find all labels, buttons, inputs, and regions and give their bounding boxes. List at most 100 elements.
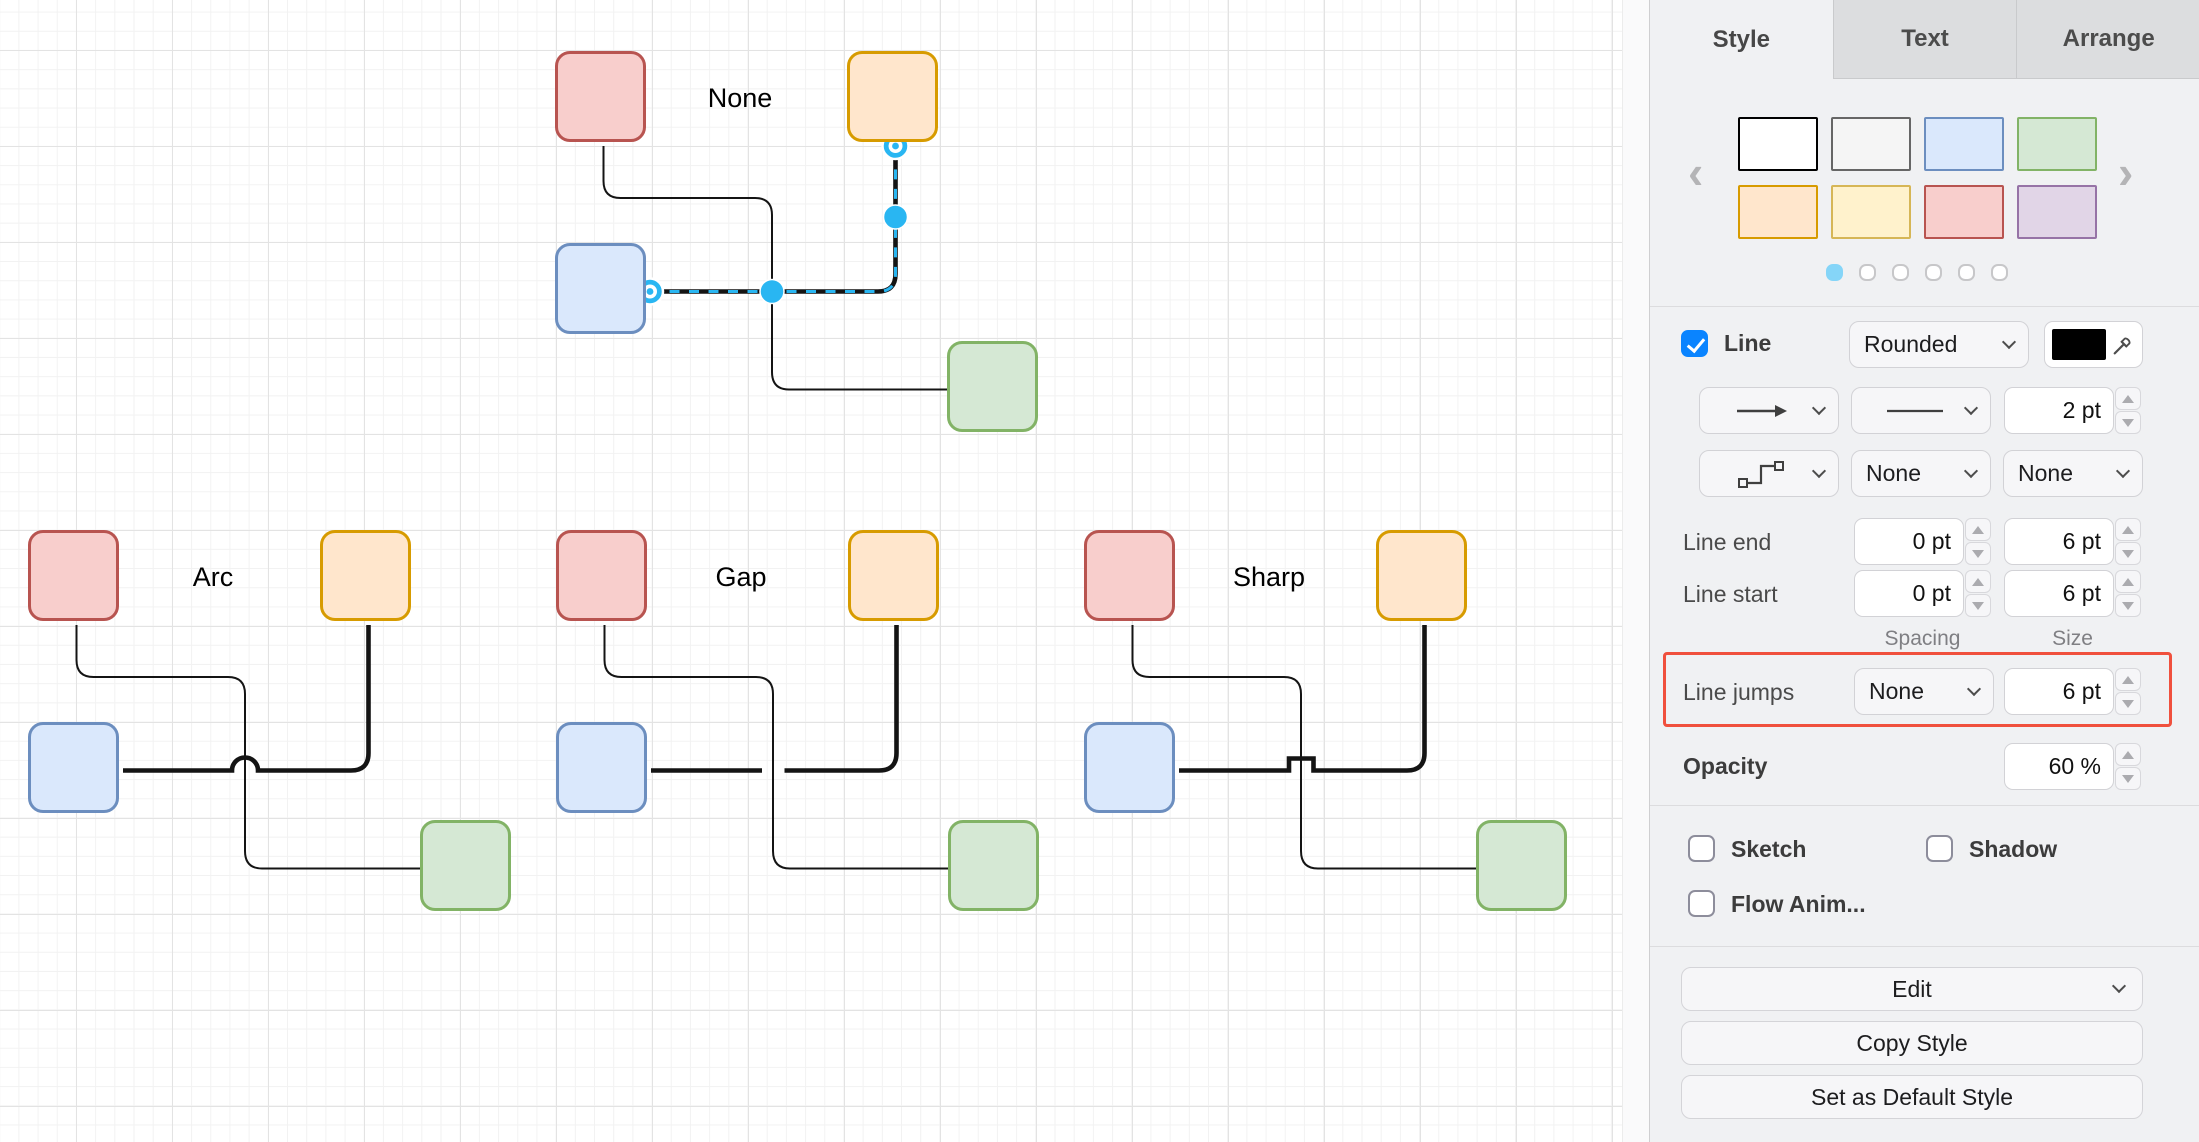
step-down-icon[interactable] xyxy=(2115,692,2141,715)
line-end-size-input[interactable]: 6 pt xyxy=(2004,518,2114,565)
shape-orange[interactable] xyxy=(1376,530,1467,621)
shape-orange[interactable] xyxy=(847,51,938,142)
shape-blue[interactable] xyxy=(556,722,647,813)
line-end-size-stepper[interactable] xyxy=(2115,518,2141,565)
tab-style[interactable]: Style xyxy=(1650,0,1833,79)
edges-layer xyxy=(75,625,421,870)
opacity-input[interactable]: 60 % xyxy=(2004,743,2114,790)
edge-red-to-green[interactable] xyxy=(602,146,948,391)
style-swatch-blue[interactable] xyxy=(1924,117,2004,171)
shape-blue[interactable] xyxy=(28,722,119,813)
arrow-right-icon xyxy=(1737,404,1787,417)
style-swatch-yellow[interactable] xyxy=(1831,185,1911,239)
step-up-icon[interactable] xyxy=(2115,570,2141,593)
step-down-icon[interactable] xyxy=(2115,542,2141,565)
style-swatch-white[interactable] xyxy=(1738,117,1818,171)
edge-blue-to-orange[interactable] xyxy=(123,625,371,773)
swatch-page-dot[interactable] xyxy=(1991,264,2008,281)
line-start-spacing-stepper[interactable] xyxy=(1965,570,1991,617)
edge-red-to-green[interactable] xyxy=(1131,625,1477,870)
step-up-icon[interactable] xyxy=(1965,518,1991,541)
shadow-checkbox[interactable] xyxy=(1926,835,1953,862)
edit-style-button[interactable]: Edit xyxy=(1681,967,2143,1011)
edge-red-to-green[interactable] xyxy=(603,625,949,870)
step-up-icon[interactable] xyxy=(2115,518,2141,541)
edge-blue-to-orange[interactable] xyxy=(651,625,899,773)
opacity-stepper[interactable] xyxy=(2115,743,2141,790)
step-down-icon[interactable] xyxy=(2115,594,2141,617)
step-up-icon[interactable] xyxy=(2115,743,2141,766)
flow-animation-checkbox[interactable] xyxy=(1688,890,1715,917)
line-end-spacing-stepper[interactable] xyxy=(1965,518,1991,565)
diagram-group-gap: Gap xyxy=(556,530,1076,970)
step-down-icon[interactable] xyxy=(1965,594,1991,617)
line-color-button[interactable] xyxy=(2044,321,2143,368)
step-up-icon[interactable] xyxy=(1965,570,1991,593)
line-start-size-input[interactable]: 6 pt xyxy=(2004,570,2114,617)
shape-red[interactable] xyxy=(556,530,647,621)
shape-red[interactable] xyxy=(28,530,119,621)
tab-text[interactable]: Text xyxy=(1832,0,2017,79)
step-down-icon[interactable] xyxy=(1965,542,1991,565)
line-checkbox[interactable] xyxy=(1681,330,1708,357)
tab-arrange[interactable]: Arrange xyxy=(2016,0,2199,79)
copy-style-button[interactable]: Copy Style xyxy=(1681,1021,2143,1065)
line-start-size-stepper[interactable] xyxy=(2115,570,2141,617)
line-style-dropdown[interactable]: Rounded xyxy=(1849,321,2029,368)
chevron-down-icon xyxy=(1966,681,1982,697)
shape-orange[interactable] xyxy=(848,530,939,621)
line-label: Line xyxy=(1724,330,1772,356)
line-width-stepper[interactable] xyxy=(2115,387,2141,434)
style-swatch-green[interactable] xyxy=(2017,117,2097,171)
swatch-page-dot[interactable] xyxy=(1892,264,1909,281)
step-up-icon[interactable] xyxy=(2115,668,2141,691)
line-dash-dropdown[interactable] xyxy=(1851,387,1991,434)
set-default-style-button[interactable]: Set as Default Style xyxy=(1681,1075,2143,1119)
waypoints-dropdown[interactable] xyxy=(1699,450,1839,497)
swatch-page-dot[interactable] xyxy=(1958,264,1975,281)
group-label: None xyxy=(707,83,773,113)
style-swatch-red[interactable] xyxy=(1924,185,2004,239)
line-end-spacing-input[interactable]: 0 pt xyxy=(1854,518,1964,565)
connection-dropdown[interactable]: None xyxy=(1851,450,1991,497)
selected-edge-highlight[interactable] xyxy=(650,146,897,293)
canvas-vertical-scrollbar[interactable] xyxy=(1622,0,1649,1142)
line-jumps-size-input[interactable]: 6 pt xyxy=(2004,668,2114,715)
shape-red[interactable] xyxy=(1084,530,1175,621)
swatch-next-icon[interactable]: › xyxy=(2118,146,2134,198)
style-swatch-purple[interactable] xyxy=(2017,185,2097,239)
edge-red-to-green[interactable] xyxy=(75,625,421,870)
shape-red[interactable] xyxy=(555,51,646,142)
connection-value: None xyxy=(1866,460,1921,486)
arrow-end-dropdown[interactable] xyxy=(1699,387,1839,434)
swatch-prev-icon[interactable]: ‹ xyxy=(1688,146,1704,198)
line-jumps-size-stepper[interactable] xyxy=(2115,668,2141,715)
shape-green[interactable] xyxy=(1476,820,1567,911)
edge-blue-to-orange[interactable] xyxy=(1179,625,1427,773)
shape-orange[interactable] xyxy=(320,530,411,621)
style-swatch-orange[interactable] xyxy=(1738,185,1818,239)
spacing-column-label: Spacing xyxy=(1884,627,1961,650)
line-start-spacing-input[interactable]: 0 pt xyxy=(1854,570,1964,617)
shape-green[interactable] xyxy=(947,341,1038,432)
step-down-icon[interactable] xyxy=(2115,767,2141,790)
edge-waypoint-handle[interactable] xyxy=(759,278,785,305)
line-width-input[interactable]: 2 pt xyxy=(2004,387,2114,434)
style-swatch-gray[interactable] xyxy=(1831,117,1911,171)
connector-style-dropdown[interactable]: None xyxy=(2003,450,2143,497)
swatch-page-dot[interactable] xyxy=(1925,264,1942,281)
swatch-page-dot[interactable] xyxy=(1826,264,1843,281)
edges-layer xyxy=(603,625,949,870)
step-up-icon[interactable] xyxy=(2115,387,2141,410)
swatch-page-dot[interactable] xyxy=(1859,264,1876,281)
diagram-canvas[interactable]: None Arc Gap xyxy=(0,0,1622,1142)
step-down-icon[interactable] xyxy=(2115,411,2141,434)
shape-blue[interactable] xyxy=(555,243,646,334)
shape-green[interactable] xyxy=(420,820,511,911)
shape-blue[interactable] xyxy=(1084,722,1175,813)
line-jumps-dropdown[interactable]: None xyxy=(1854,668,1994,715)
sketch-checkbox[interactable] xyxy=(1688,835,1715,862)
format-tabbar: Style Text Arrange xyxy=(1650,0,2199,79)
shape-green[interactable] xyxy=(948,820,1039,911)
edge-waypoint-handle[interactable] xyxy=(882,204,909,230)
